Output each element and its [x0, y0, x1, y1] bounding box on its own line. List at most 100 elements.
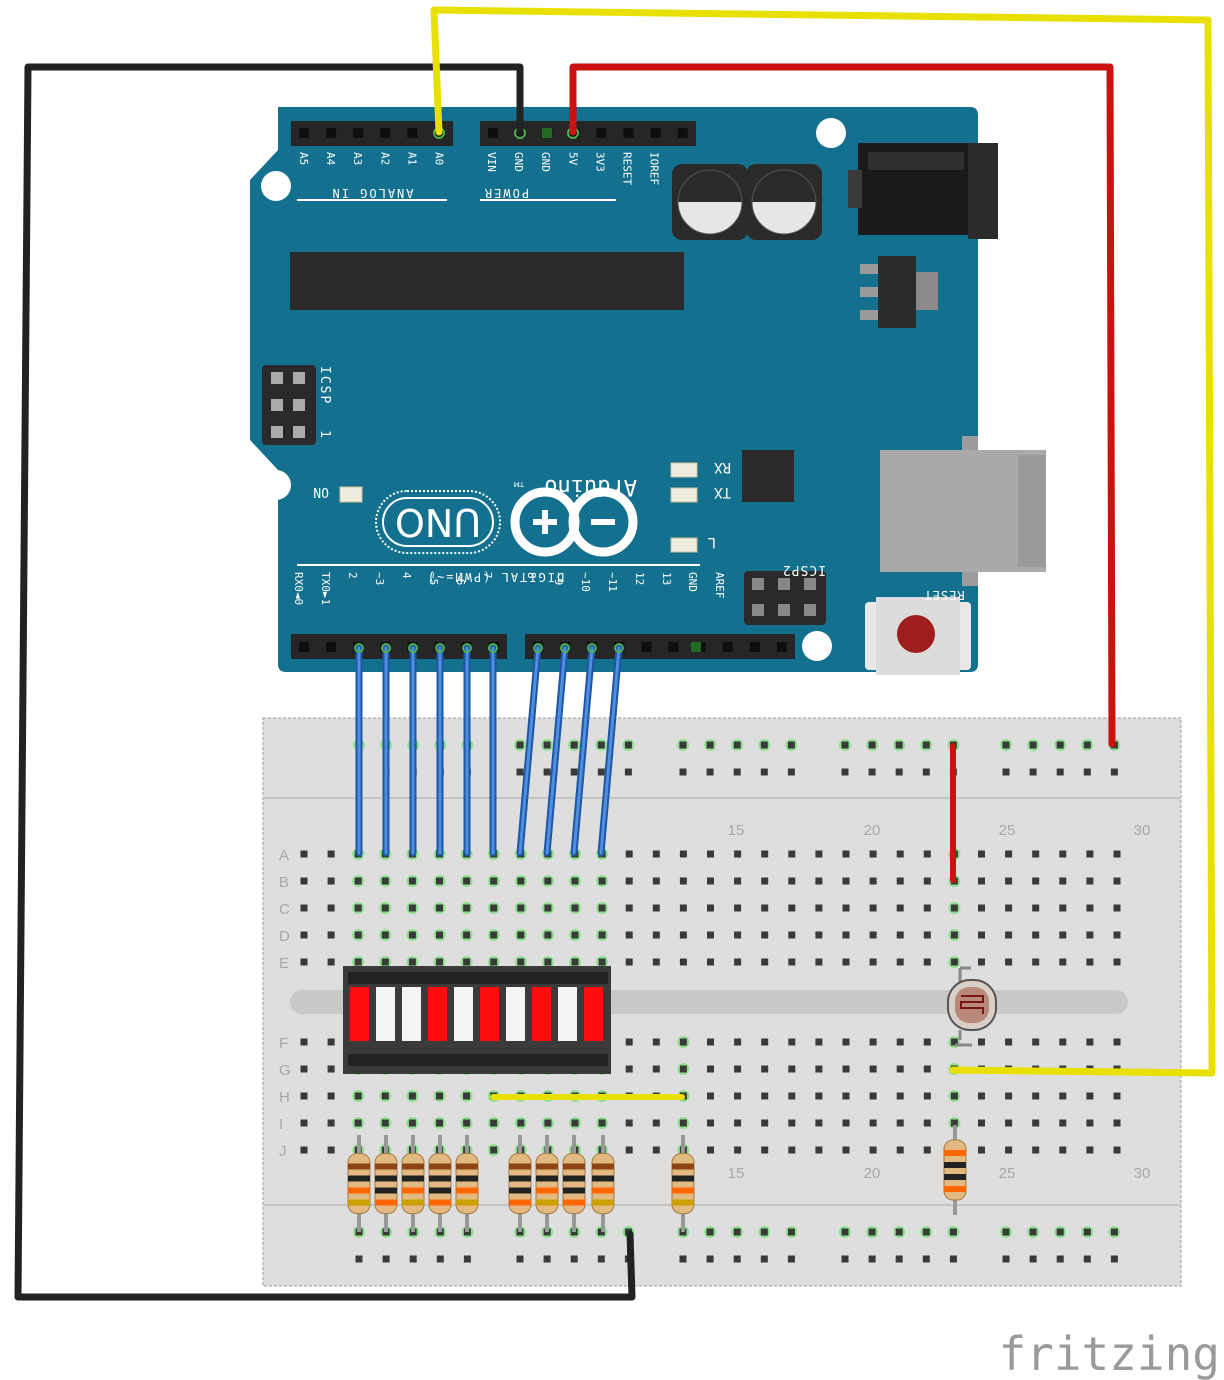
header-pin	[299, 642, 309, 652]
breadboard-hole	[896, 850, 904, 858]
breadboard-hole	[1083, 741, 1091, 749]
breadboard-hole	[761, 1038, 769, 1046]
breadboard-hole	[1032, 931, 1040, 939]
breadboard-hole	[788, 1146, 796, 1154]
breadboard-hole	[436, 931, 443, 939]
column-number: 25	[999, 822, 1016, 839]
breadboard-hole	[679, 741, 687, 749]
pin-label: 4	[400, 572, 413, 579]
breadboard-hole	[788, 877, 796, 885]
breadboard-hole	[842, 1092, 850, 1100]
connected-pin-marker	[408, 643, 418, 653]
breadboard-hole	[788, 1038, 796, 1046]
breadboard-hole	[1059, 1092, 1067, 1100]
breadboard-hole	[1059, 904, 1067, 912]
breadboard-hole	[842, 1119, 850, 1127]
breadboard-hole	[923, 958, 931, 966]
fritzing-watermark: fritzing	[998, 1327, 1220, 1380]
breadboard-hole	[652, 958, 660, 966]
breadboard-hole	[1002, 1228, 1010, 1236]
resistor	[455, 1135, 479, 1232]
breadboard-hole	[734, 904, 742, 912]
led-segment	[454, 987, 473, 1041]
breadboard-hole	[868, 1255, 876, 1263]
breadboard-hole	[949, 1255, 957, 1263]
breadboard-hole	[978, 1119, 985, 1127]
breadboard-hole	[679, 958, 687, 966]
breadboard-hole	[1113, 1146, 1121, 1154]
breadboard-hole	[679, 1119, 687, 1127]
breadboard-hole	[761, 1065, 769, 1073]
photoresistor	[947, 966, 997, 1047]
pin-label: A0	[433, 152, 446, 165]
icsp2-label: ICSP2	[782, 562, 826, 577]
breadboard-hole	[788, 1065, 796, 1073]
l-led	[670, 537, 698, 553]
header-pin	[326, 128, 337, 138]
breadboard-hole	[761, 904, 769, 912]
breadboard-hole	[652, 931, 660, 939]
row-label: E	[279, 955, 289, 972]
pin-label: ~11	[606, 572, 619, 592]
pin-label: AREF	[713, 572, 726, 599]
breadboard-hole	[625, 904, 633, 912]
breadboard-hole	[869, 904, 877, 912]
breadboard-hole	[707, 958, 714, 966]
breadboard-hole	[1086, 1038, 1094, 1046]
breadboard-hole	[327, 1146, 335, 1154]
dc-power-jack	[848, 143, 998, 239]
breadboard-hole	[788, 931, 796, 939]
breadboard-hole	[707, 904, 714, 912]
led-bar-graph	[343, 966, 611, 1074]
breadboard-hole	[734, 1146, 742, 1154]
breadboard-hole	[543, 1255, 551, 1263]
icsp2-pin	[804, 578, 816, 590]
breadboard-hole	[950, 931, 958, 939]
breadboard-hole	[625, 958, 633, 966]
row-label: B	[279, 874, 289, 891]
led-segment	[558, 987, 577, 1041]
breadboard-hole	[949, 1228, 957, 1236]
row-label: H	[279, 1089, 290, 1106]
breadboard-hole	[923, 931, 931, 939]
breadboard-hole	[598, 1119, 606, 1127]
breadboard-hole	[1032, 904, 1040, 912]
breadboard-hole	[1032, 1146, 1040, 1154]
uno-model-text: UNO	[395, 500, 481, 544]
breadboard-hole	[707, 850, 714, 858]
breadboard-hole	[544, 931, 552, 939]
pin-label: ~5	[427, 572, 440, 585]
breadboard-hole	[734, 958, 742, 966]
breadboard-hole	[815, 1119, 823, 1127]
breadboard-hole	[815, 850, 823, 858]
breadboard-hole	[327, 877, 335, 885]
capacitor	[746, 164, 822, 240]
on-led	[339, 486, 363, 503]
breadboard-hole	[624, 741, 632, 749]
breadboard-hole	[327, 1119, 335, 1127]
breadboard-hole	[1086, 958, 1094, 966]
breadboard-hole	[734, 850, 742, 858]
icsp-pin	[271, 399, 283, 411]
breadboard-hole	[300, 1119, 308, 1127]
wire-a0-yellow	[430, 6, 1216, 1077]
breadboard-hole	[707, 1065, 714, 1073]
breadboard-hole	[1086, 877, 1094, 885]
icsp2-pin	[804, 604, 816, 616]
breadboard-hole	[1086, 850, 1094, 858]
breadboard-hole	[1059, 958, 1067, 966]
reset-button[interactable]	[865, 597, 971, 675]
header-pin	[677, 128, 688, 138]
breadboard-hole	[761, 877, 769, 885]
breadboard-hole	[490, 904, 498, 912]
resistor	[428, 1135, 452, 1232]
breadboard-hole	[408, 1092, 416, 1100]
pin-label: TX0►1	[319, 572, 332, 605]
breadboard-hole	[1032, 1038, 1040, 1046]
breadboard-hole	[842, 931, 850, 939]
breadboard-hole	[1086, 1092, 1094, 1100]
breadboard-hole	[1032, 1119, 1040, 1127]
rx-label: RX	[714, 459, 731, 475]
row-label: I	[279, 1116, 283, 1133]
